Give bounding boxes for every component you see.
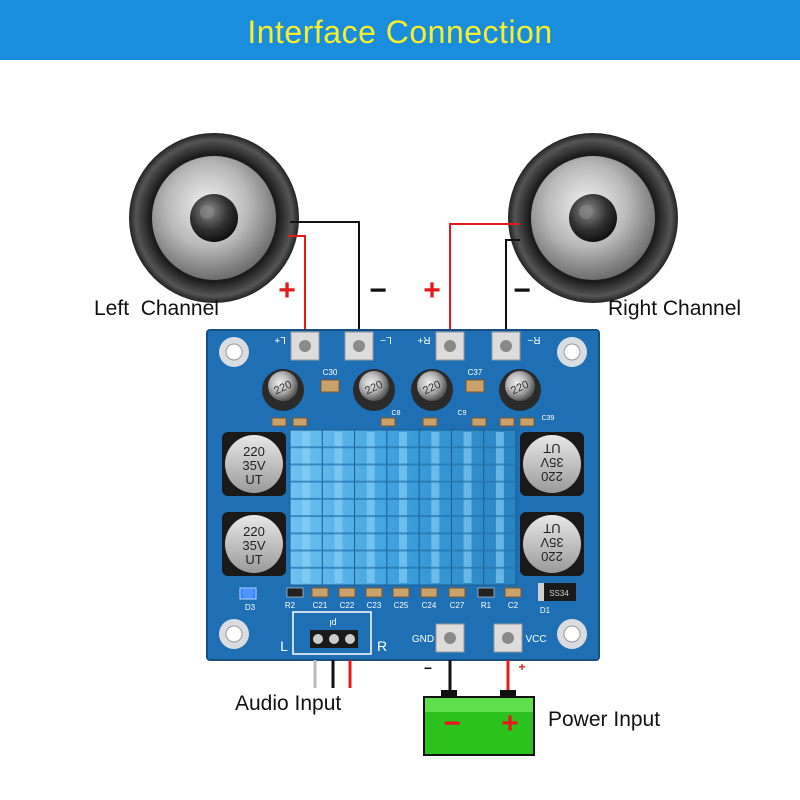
electrolytic-capacitor-icon — [520, 432, 584, 576]
component-label: C27 — [450, 601, 465, 610]
component-label: R1 — [481, 601, 492, 610]
inductor-icon — [262, 369, 541, 411]
capacitor-voltage: 35V — [242, 538, 265, 553]
capacitor-brand: UT — [245, 472, 262, 487]
smd-capacitor — [320, 379, 340, 393]
terminal-label-l-plus: L+ — [274, 334, 286, 345]
smd-row-bottom — [286, 587, 522, 598]
speaker-wires — [288, 221, 520, 345]
title-banner — [0, 0, 800, 60]
battery-icon — [423, 690, 535, 756]
audio-left-label: L — [280, 638, 288, 654]
speaker-terminal-icon — [290, 331, 521, 361]
right-plus-wire — [449, 223, 520, 345]
component-label: C22 — [340, 601, 355, 610]
component-label: R2 — [285, 601, 296, 610]
amplifier-board: L+ L− R+ R− 220 220 220 220 C30 C37 — [206, 329, 600, 661]
heatsink-fin — [334, 432, 343, 583]
audio-input-wires — [313, 660, 352, 688]
component-label: C2 — [508, 601, 519, 610]
capacitor-value: 220 — [243, 524, 265, 539]
left-plus-wire — [288, 235, 306, 345]
capacitor-voltage: 35V — [540, 455, 563, 470]
power-plus-sign: + — [518, 660, 525, 674]
audio-header-marker: pl — [329, 618, 336, 628]
component-label: C25 — [394, 601, 409, 610]
left-channel-label: Left Channel — [94, 297, 219, 320]
audio-right-label: R — [377, 638, 387, 654]
right-speaker-icon — [508, 133, 678, 303]
led-label: D3 — [245, 603, 256, 612]
capacitor-brand: UT — [245, 552, 262, 567]
component-label: C8 — [392, 410, 401, 417]
right-plus-sign: + — [423, 274, 441, 307]
component-label: C37 — [468, 368, 483, 377]
capacitor-brand: UT — [543, 441, 560, 456]
electrolytic-capacitor-icon — [222, 432, 286, 576]
heatsink-fin — [399, 432, 407, 583]
diode-icon — [538, 583, 576, 601]
diode-marking: SS34 — [549, 589, 569, 598]
vcc-label: VCC — [525, 634, 546, 645]
component-label: C30 — [323, 368, 338, 377]
right-minus-sign: − — [513, 274, 531, 307]
left-plus-sign: + — [278, 274, 296, 307]
banner-title: Interface Connection — [247, 14, 553, 50]
gnd-label: GND — [412, 634, 434, 645]
heatsink-fin — [366, 432, 375, 583]
power-terminal-icon — [435, 623, 523, 653]
mounting-hole-icon — [219, 337, 587, 649]
smd-capacitor — [465, 379, 485, 393]
power-input-wires — [448, 660, 510, 692]
component-label: C21 — [313, 601, 328, 610]
capacitor-brand: UT — [543, 521, 560, 536]
smd-row-top — [271, 417, 535, 427]
component-label: C9 — [458, 410, 467, 417]
capacitor-voltage: 35V — [540, 535, 563, 550]
heatsink-fins — [289, 430, 516, 585]
audio-connector-outline — [292, 611, 372, 655]
terminal-label-r-minus: R− — [527, 334, 540, 345]
battery-minus: − — [443, 707, 461, 740]
capacitor-value: 220 — [243, 444, 265, 459]
terminal-label-r-plus: R+ — [417, 334, 430, 345]
power-input-label: Power Input — [548, 708, 661, 731]
power-minus-sign: − — [424, 660, 432, 676]
capacitor-value: 220 — [541, 549, 563, 564]
audio-input-label: Audio Input — [235, 692, 342, 715]
battery-plus: + — [501, 707, 519, 740]
component-label: C23 — [367, 601, 382, 610]
left-minus-sign: − — [369, 274, 387, 307]
component-label: C24 — [422, 601, 437, 610]
terminal-label-l-minus: L− — [380, 334, 392, 345]
heatsink-fin — [495, 432, 504, 583]
heatsink-fin — [302, 432, 311, 583]
component-label: C39 — [542, 415, 555, 422]
right-channel-label: Right Channel — [608, 297, 742, 320]
heatsink-fin — [463, 432, 472, 583]
left-speaker-icon — [129, 133, 299, 303]
left-minus-wire — [290, 221, 360, 345]
diode-label: D1 — [540, 606, 551, 615]
right-minus-wire — [505, 239, 520, 345]
heatsink-fin — [431, 432, 440, 583]
capacitor-value: 220 — [541, 469, 563, 484]
capacitor-voltage: 35V — [242, 458, 265, 473]
